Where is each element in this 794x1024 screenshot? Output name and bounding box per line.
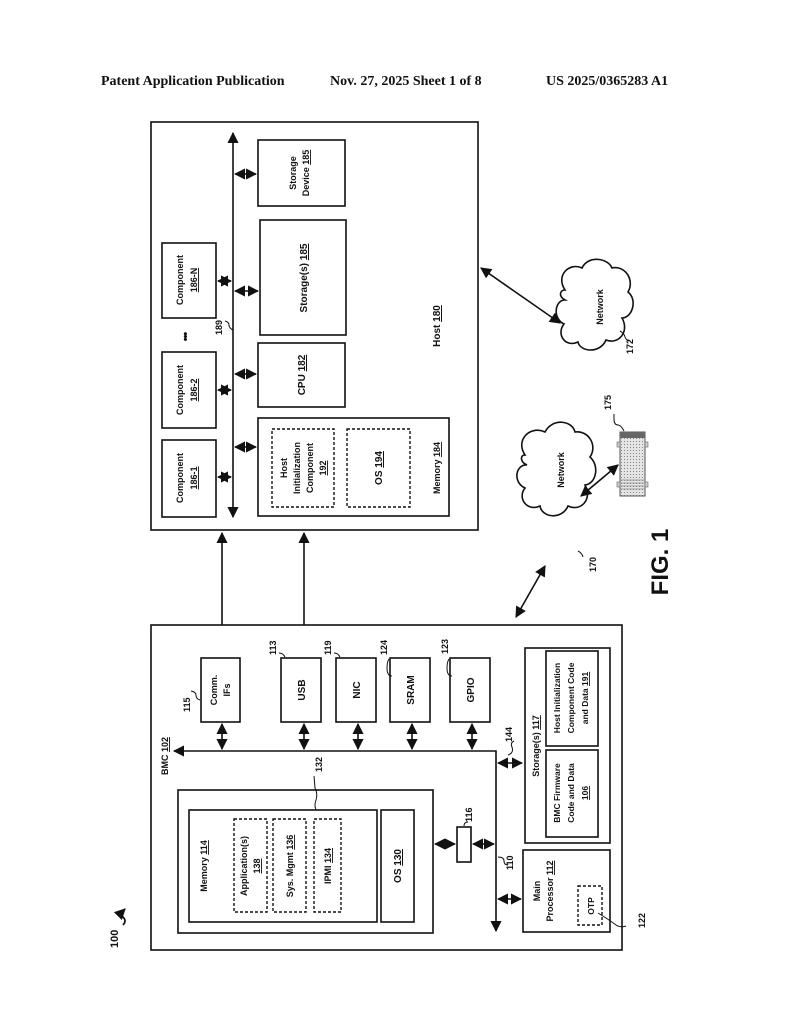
- svg-text:170: 170: [588, 557, 598, 572]
- svg-text:175: 175: [603, 395, 613, 410]
- host-init-code-data-191: [545, 650, 599, 747]
- host-memory-label: Memory 184: [432, 442, 442, 494]
- svg-text:Component: Component: [175, 255, 185, 305]
- svg-text:IPMI 134: IPMI 134: [323, 848, 333, 884]
- svg-text:Device 185: Device 185: [301, 150, 311, 197]
- svg-text:OTP: OTP: [586, 897, 596, 915]
- svg-text:186-N: 186-N: [189, 268, 199, 293]
- header-publication-number: US 2025/0365283 A1: [546, 74, 669, 89]
- network-172-cloud: Network 172: [555, 258, 635, 354]
- component-ellipsis: •••: [180, 332, 192, 342]
- bmc-network-170-link: [515, 565, 546, 618]
- network-170-server-link: [580, 464, 619, 497]
- bmc-os-130: OS 130: [380, 809, 415, 923]
- bmc-block: BMC 102 Comm. IFs 115 USB 113 NIC 119: [150, 624, 647, 951]
- bmc-storages-117: Storage(s) 117 Host Initialization Compo…: [524, 647, 611, 844]
- svg-text:USB: USB: [297, 679, 308, 700]
- svg-text:119: 119: [323, 640, 333, 655]
- svg-text:186-2: 186-2: [189, 378, 199, 401]
- cpu-182: CPU 182: [233, 342, 346, 408]
- system-ref-arrow: [113, 908, 126, 926]
- bmc-bus-144: [172, 745, 502, 933]
- storages-185: Storage(s) 185: [233, 219, 347, 336]
- host-init-component-192: [271, 428, 335, 508]
- ipmi-134: [313, 818, 342, 913]
- svg-text:Code and Data: Code and Data: [566, 763, 576, 823]
- svg-text:Component: Component: [175, 453, 185, 503]
- svg-text:Component Code: Component Code: [566, 662, 576, 733]
- bus-189-ref: 189: [214, 320, 224, 335]
- sys-mgmt-136: [272, 818, 307, 913]
- svg-text:and Data 191: and Data 191: [580, 671, 590, 724]
- svg-text:Component: Component: [305, 443, 315, 493]
- network-170-cloud: Network 170: [516, 421, 598, 572]
- svg-text:Network: Network: [556, 451, 566, 488]
- host-network-172-link: [480, 267, 561, 324]
- bus-110-ref: 110: [505, 855, 515, 870]
- figure-label: FIG. 1: [647, 529, 674, 596]
- comm-ifs-115: Comm. IFs 115: [182, 657, 241, 751]
- nic-119: NIC 119: [323, 640, 377, 751]
- main-processor-112: Main Processor 112 OTP 122: [496, 849, 647, 933]
- svg-text:138: 138: [252, 858, 262, 873]
- svg-text:192: 192: [318, 460, 328, 475]
- svg-text:CPU 182: CPU 182: [297, 354, 308, 395]
- storage-device-185: Storage Device 185: [233, 139, 346, 207]
- bridge-116: 116: [433, 807, 496, 863]
- svg-text:122: 122: [637, 913, 647, 928]
- bmc-firmware-106: [545, 749, 599, 838]
- component-186-1: Component 186-1: [161, 439, 233, 518]
- svg-text:IFs: IFs: [222, 683, 232, 696]
- bus-144-ref: 144: [504, 727, 514, 742]
- svg-text:124: 124: [379, 640, 389, 655]
- system-ref-100: 100: [109, 930, 121, 948]
- svg-text:Host: Host: [279, 458, 289, 478]
- svg-text:SRAM: SRAM: [406, 675, 417, 704]
- svg-text:115: 115: [182, 697, 192, 712]
- svg-text:172: 172: [625, 339, 635, 354]
- svg-text:Processor 112: Processor 112: [545, 860, 555, 921]
- svg-text:OS 194: OS 194: [374, 451, 385, 485]
- bus-189-leader: [224, 320, 234, 331]
- svg-text:Sys. Mgmt 136: Sys. Mgmt 136: [285, 835, 295, 898]
- component-186-2: Component 186-2: [161, 351, 233, 429]
- svg-text:Storage(s) 117: Storage(s) 117: [531, 715, 541, 777]
- bmc-label: BMC 102: [160, 737, 170, 775]
- svg-text:113: 113: [268, 640, 278, 655]
- host-label: Host 180: [432, 305, 443, 347]
- svg-text:BMC Firmware: BMC Firmware: [552, 763, 562, 823]
- svg-text:Host Initialization: Host Initialization: [552, 663, 562, 733]
- svg-text:GPIO: GPIO: [466, 677, 477, 702]
- usb-113: USB 113: [268, 640, 322, 751]
- svg-text:Network: Network: [595, 288, 605, 325]
- svg-text:Storage: Storage: [288, 156, 298, 190]
- svg-text:123: 123: [440, 639, 450, 654]
- svg-text:Component: Component: [175, 365, 185, 415]
- svg-text:Initialization: Initialization: [292, 442, 302, 494]
- host-block: Host 180 189 Component 186-1 Component 1…: [150, 121, 479, 531]
- host-os-194: [346, 428, 411, 508]
- host-memory-184: Host Initialization Component 192 OS 194…: [233, 417, 450, 517]
- gpio-123: GPIO 123: [440, 639, 491, 751]
- header-publication-type: Patent Application Publication: [101, 74, 285, 89]
- bmc-memory-114: Memory 114 Application(s) 138 Sys. Mgmt …: [188, 809, 378, 923]
- svg-text:Application(s): Application(s): [239, 836, 249, 896]
- svg-text:Storage(s) 185: Storage(s) 185: [299, 243, 310, 312]
- svg-text:OS 130: OS 130: [393, 849, 404, 883]
- svg-text:Memory 114: Memory 114: [199, 840, 209, 892]
- otp-122: [577, 885, 603, 926]
- component-186-N: Component 186-N: [161, 242, 233, 319]
- applications-138: [233, 818, 268, 913]
- svg-text:186-1: 186-1: [189, 466, 199, 489]
- svg-text:116: 116: [464, 807, 474, 822]
- svg-text:NIC: NIC: [352, 681, 363, 698]
- header-date-sheet: Nov. 27, 2025 Sheet 1 of 8: [330, 74, 482, 89]
- server-175-icon: 175: [603, 395, 649, 497]
- sram-124: SRAM 124: [379, 640, 431, 751]
- svg-text:Comm.: Comm.: [209, 675, 219, 706]
- memory-group-132-ref: 132: [314, 757, 324, 772]
- svg-text:Main: Main: [532, 881, 542, 902]
- svg-text:106: 106: [580, 786, 590, 800]
